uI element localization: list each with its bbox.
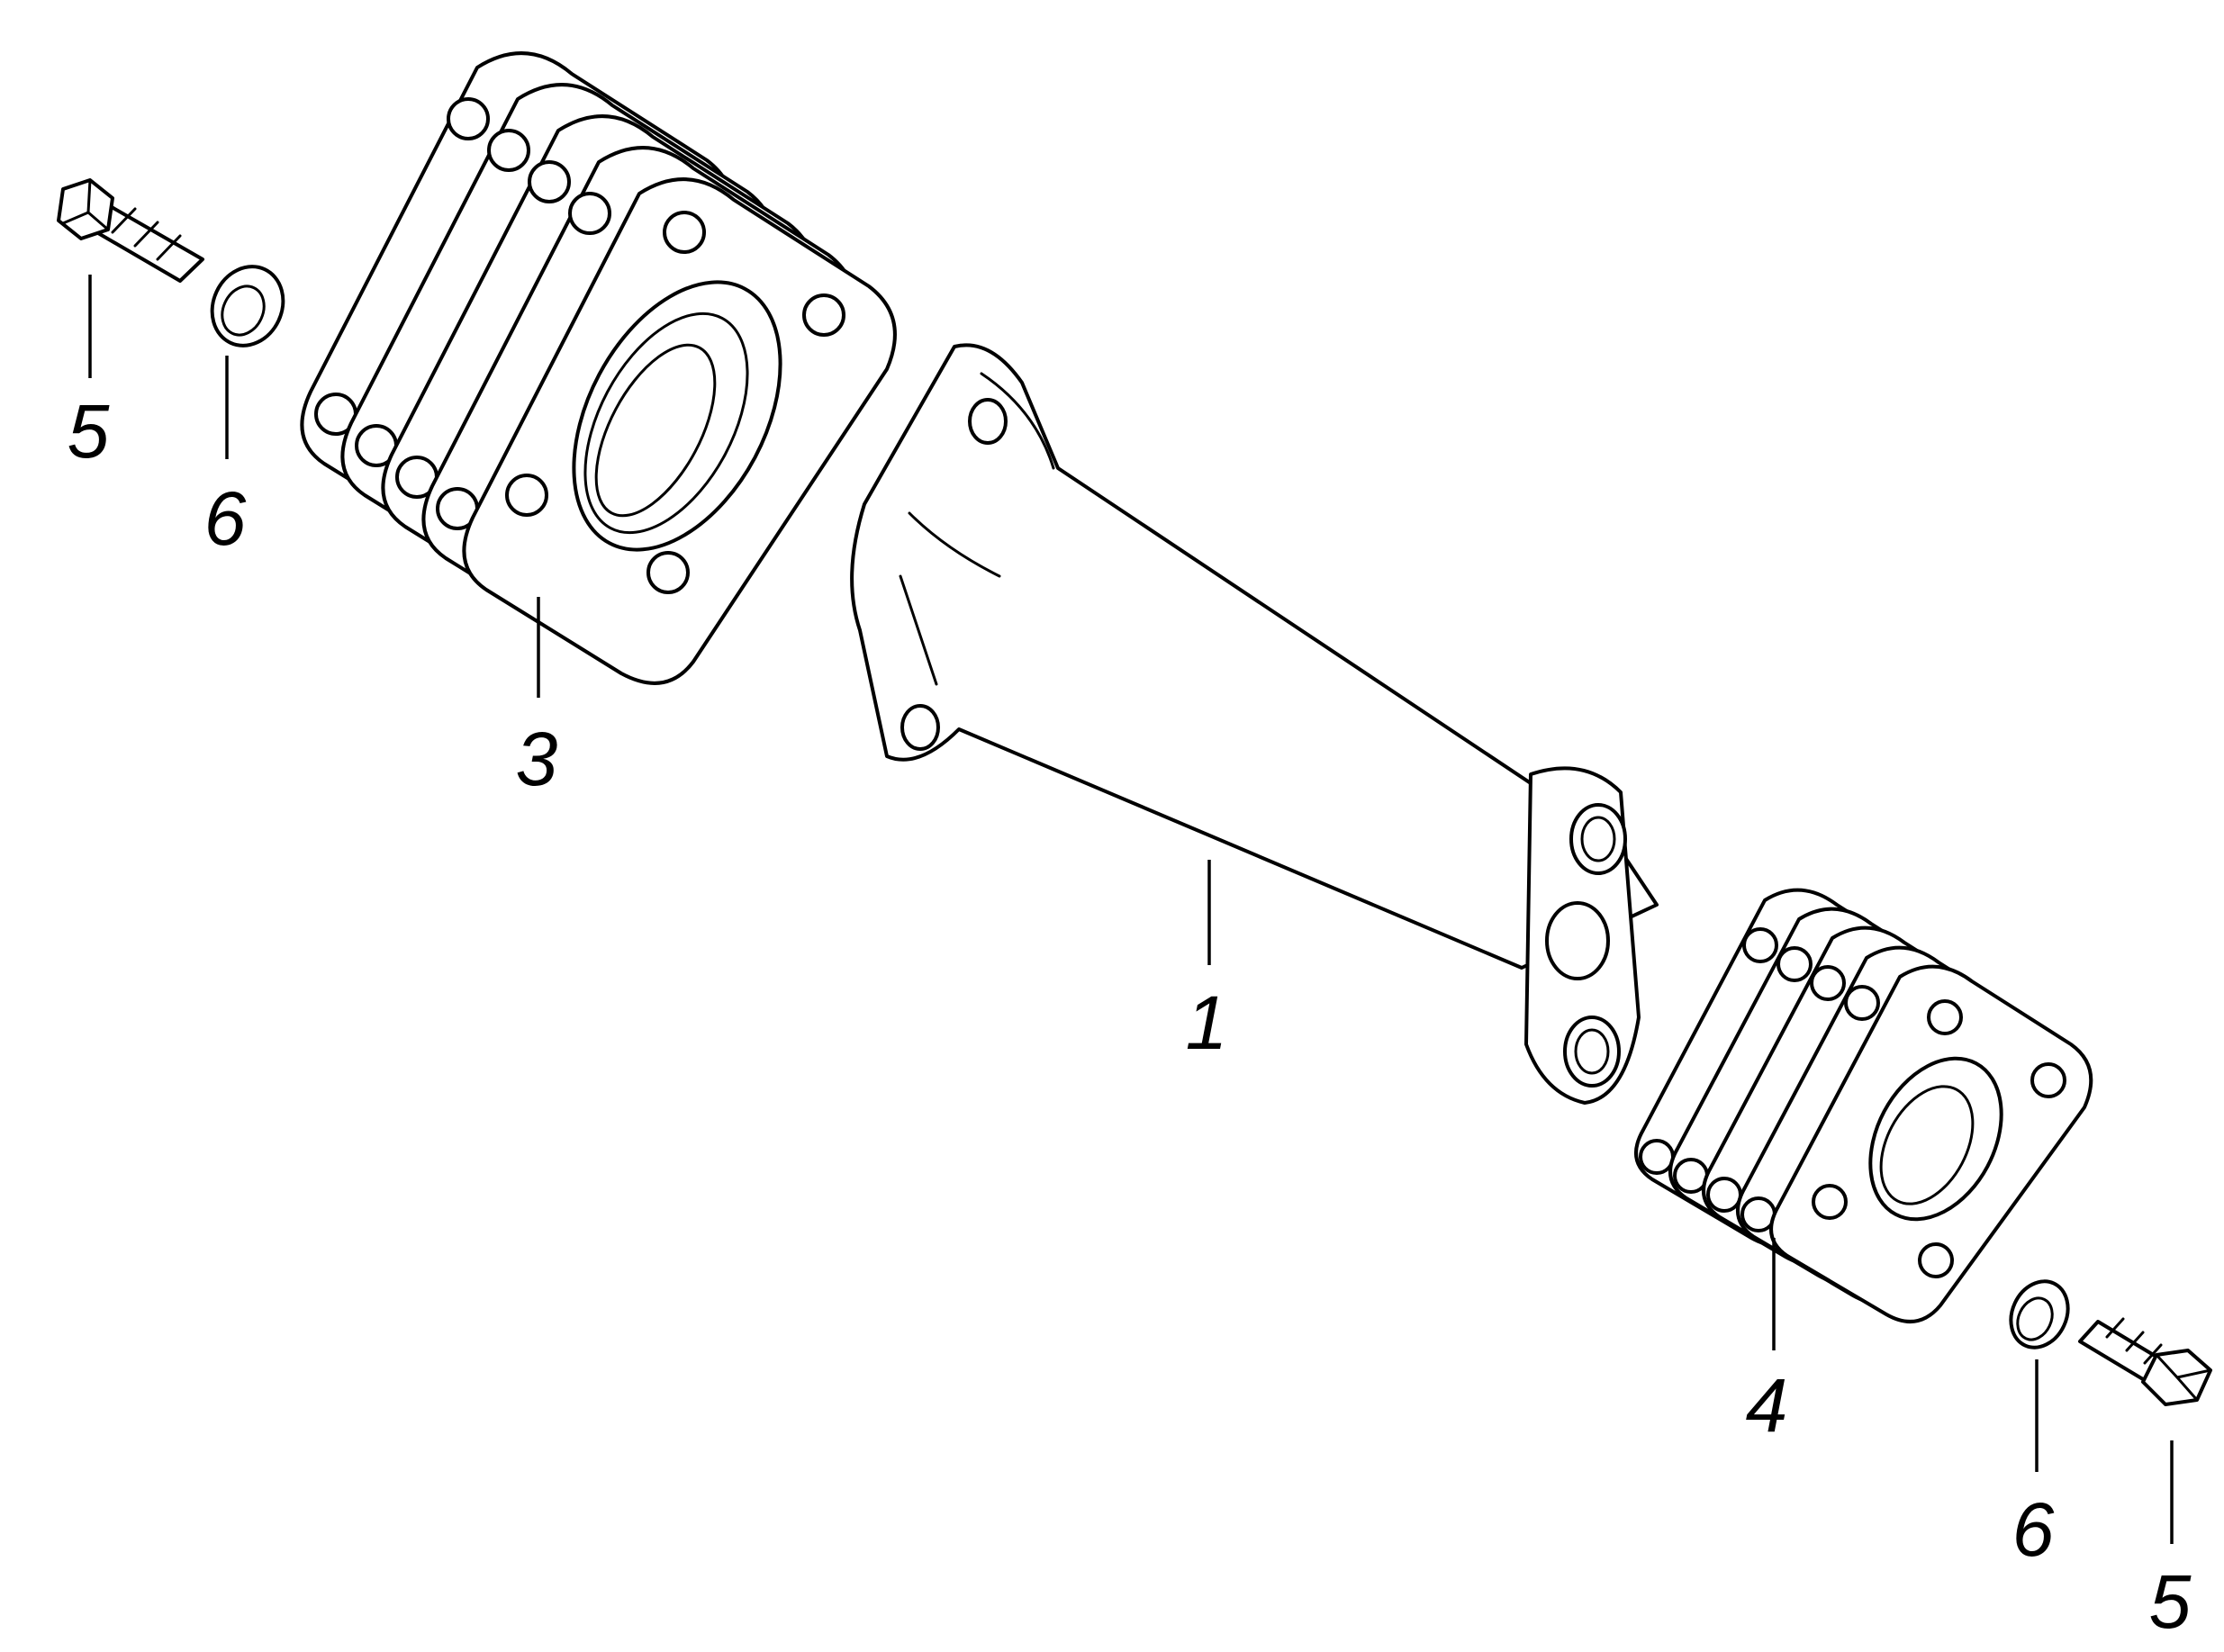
shim-stack-lower: [1634, 888, 2093, 1323]
callout-number: 3: [516, 717, 558, 801]
shim-plate-front: [462, 177, 897, 685]
callout-number: 5: [68, 389, 110, 474]
leader-lines: [88, 275, 2174, 1544]
shim-stack-upper: [300, 51, 897, 685]
callout-number: 4: [1746, 1363, 1788, 1448]
washer-left: [210, 265, 285, 348]
support-bracket: [850, 343, 1659, 1105]
callout-number: 6: [204, 476, 247, 561]
washer-right: [2009, 1279, 2070, 1350]
callout-number: 6: [2012, 1487, 2055, 1572]
hex-bolt-left: [57, 178, 204, 283]
callout-number: 5: [2149, 1559, 2192, 1644]
hex-bolt-right: [2078, 1317, 2212, 1406]
callout-number: 1: [1186, 980, 1228, 1065]
